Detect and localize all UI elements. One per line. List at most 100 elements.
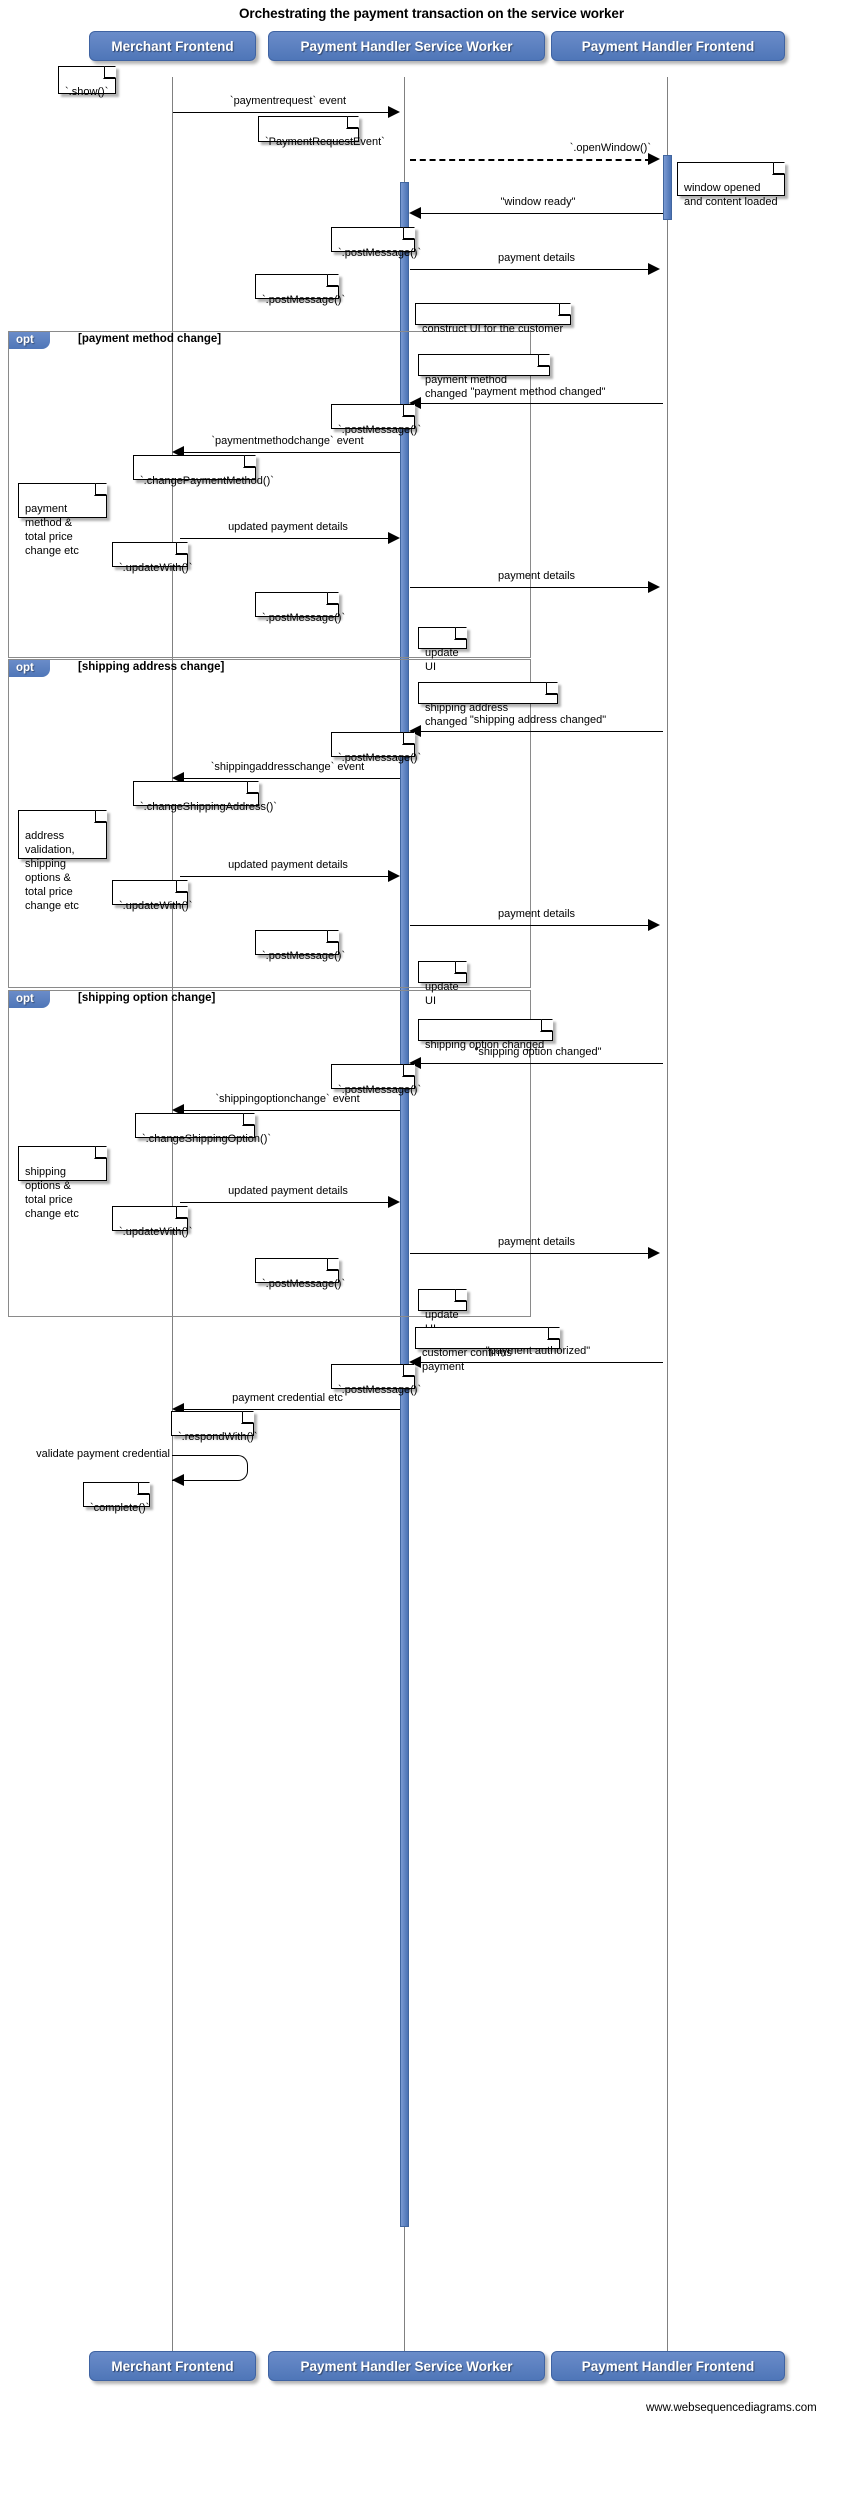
- note-text: `.postMessage()`: [338, 1384, 422, 1396]
- note-fold-icon: [454, 1289, 467, 1302]
- note-construct-ui: construct UI for the customer: [415, 303, 571, 335]
- actor-footer-service-worker[interactable]: Payment Handler Service Worker: [268, 2351, 545, 2381]
- note-window-opened: window opened and content loaded: [677, 162, 785, 208]
- note-update-with-1: `.updateWith()`: [112, 542, 192, 574]
- note-postmessage-1: `.postMessage()`: [331, 227, 421, 259]
- message-arrow-m16: [648, 1247, 660, 1259]
- note-fold-icon: [94, 483, 107, 496]
- actor-footer-merchant[interactable]: Merchant Frontend: [89, 2351, 256, 2381]
- message-arrow-m8: [648, 581, 660, 593]
- message-label-m8: payment details: [497, 570, 576, 582]
- message-label-m7: updated payment details: [228, 521, 348, 533]
- note-text: window opened and content loaded: [684, 182, 778, 208]
- message-line-m6: [184, 452, 400, 453]
- note-fold-icon: [242, 1113, 255, 1126]
- note-text: payment method & total price change etc: [25, 503, 79, 557]
- note-text: `complete()`: [90, 1502, 150, 1514]
- message-label-m14: `shippingoptionchange` event: [215, 1093, 360, 1105]
- message-label-m9: "shipping address changed": [469, 714, 607, 726]
- note-text: shipping option changed: [425, 1039, 545, 1051]
- note-text: `.postMessage()`: [262, 1278, 346, 1290]
- message-arrow-m19: [172, 1474, 184, 1486]
- note-text: shipping options & total price change et…: [25, 1166, 79, 1220]
- message-arrow-m12: [648, 919, 660, 931]
- message-line-m18: [184, 1409, 400, 1410]
- message-label-m2: `.openWindow()`: [569, 142, 651, 154]
- note-text: `.updateWith()`: [119, 900, 193, 912]
- note-change-payment-method: `.changePaymentMethod()`: [133, 455, 274, 487]
- actor-footer-frontend[interactable]: Payment Handler Frontend: [551, 2351, 785, 2381]
- note-postmessage-2: `.postMessage()`: [255, 274, 345, 306]
- fragment-opt-shipping-address: [8, 659, 531, 988]
- note-address-validation: address validation, shipping options & t…: [18, 810, 107, 912]
- note-fold-icon: [175, 542, 188, 555]
- note-fold-icon: [454, 627, 467, 640]
- note-fold-icon: [547, 1327, 560, 1340]
- message-line-m15: [180, 1202, 391, 1203]
- note-fold-icon: [137, 1482, 150, 1495]
- message-line-m3: [421, 213, 663, 214]
- note-text: `.postMessage()`: [338, 1084, 422, 1096]
- note-fold-icon: [246, 781, 259, 794]
- note-text: `.updateWith()`: [119, 1226, 193, 1238]
- note-postmessage-6: `.postMessage()`: [255, 930, 345, 962]
- message-label-m16: payment details: [497, 1236, 576, 1248]
- note-fold-icon: [326, 930, 339, 943]
- note-fold-icon: [402, 404, 415, 417]
- message-line-m1: [173, 112, 391, 113]
- note-payment-method-price-change: payment method & total price change etc: [18, 483, 107, 557]
- message-label-m4: payment details: [497, 252, 576, 264]
- note-fold-icon: [241, 1411, 254, 1424]
- message-line-m7: [180, 538, 391, 539]
- note-fold-icon: [94, 810, 107, 823]
- note-shipping-address-changed: shipping address changed: [418, 682, 558, 728]
- message-label-m5: "payment method changed": [470, 386, 606, 398]
- note-customer-confirms-payment: customer confirms payment: [415, 1327, 560, 1373]
- message-line-m8: [410, 587, 651, 588]
- note-postmessage-9: `.postMessage()`: [331, 1364, 421, 1396]
- note-text: `.changePaymentMethod()`: [140, 475, 274, 487]
- note-fold-icon: [243, 455, 256, 468]
- message-line-m14: [184, 1110, 400, 1111]
- note-text: `.postMessage()`: [338, 247, 422, 259]
- note-update-with-3: `.updateWith()`: [112, 1206, 192, 1238]
- note-fold-icon: [94, 1146, 107, 1159]
- message-arrow-m15: [388, 1196, 400, 1208]
- note-fold-icon: [558, 303, 571, 316]
- note-shipping-options-price-change: shipping options & total price change et…: [18, 1146, 107, 1220]
- note-fold-icon: [454, 961, 467, 974]
- activation-service-worker: [400, 182, 409, 2227]
- message-label-m19: validate payment credential: [36, 1448, 170, 1460]
- credit-link[interactable]: www.websequencediagrams.com: [646, 2402, 817, 2414]
- note-shipping-option-changed: shipping option changed: [418, 1019, 553, 1051]
- message-label-m3: "window ready": [500, 196, 576, 208]
- note-text: `.respondWith()`: [178, 1431, 258, 1443]
- note-fold-icon: [402, 1064, 415, 1077]
- fragment-opt-payment-method-operator: opt: [9, 332, 50, 349]
- note-text: `.postMessage()`: [262, 950, 346, 962]
- note-fold-icon: [175, 1206, 188, 1219]
- fragment-opt-shipping-address-condition: [shipping address change]: [78, 661, 225, 673]
- message-line-m10: [184, 778, 400, 779]
- fragment-opt-shipping-option: [8, 990, 531, 1317]
- message-label-m18: payment credential etc: [232, 1392, 343, 1404]
- message-label-m11: updated payment details: [228, 859, 348, 871]
- message-label-m6: `paymentmethodchange` event: [211, 435, 364, 447]
- note-text: `.postMessage()`: [338, 424, 422, 436]
- note-postmessage-4: `.postMessage()`: [255, 592, 345, 624]
- note-fold-icon: [103, 66, 116, 79]
- actor-header-frontend[interactable]: Payment Handler Frontend: [551, 31, 785, 61]
- note-text: `PaymentRequestEvent`: [265, 136, 385, 148]
- note-text: `.updateWith()`: [119, 562, 193, 574]
- lifeline-frontend: [667, 77, 668, 2357]
- note-fold-icon: [326, 1258, 339, 1271]
- actor-header-merchant[interactable]: Merchant Frontend: [89, 31, 256, 61]
- actor-header-service-worker[interactable]: Payment Handler Service Worker: [268, 31, 545, 61]
- message-line-m17: [421, 1362, 663, 1363]
- note-text: update UI: [425, 647, 459, 673]
- fragment-opt-shipping-option-condition: [shipping option change]: [78, 992, 216, 1004]
- note-text: `.postMessage()`: [262, 294, 346, 306]
- note-change-shipping-address: `.changeShippingAddress()`: [133, 781, 277, 813]
- note-show: `.show()`: [58, 66, 116, 98]
- note-text: shipping address changed: [425, 702, 509, 728]
